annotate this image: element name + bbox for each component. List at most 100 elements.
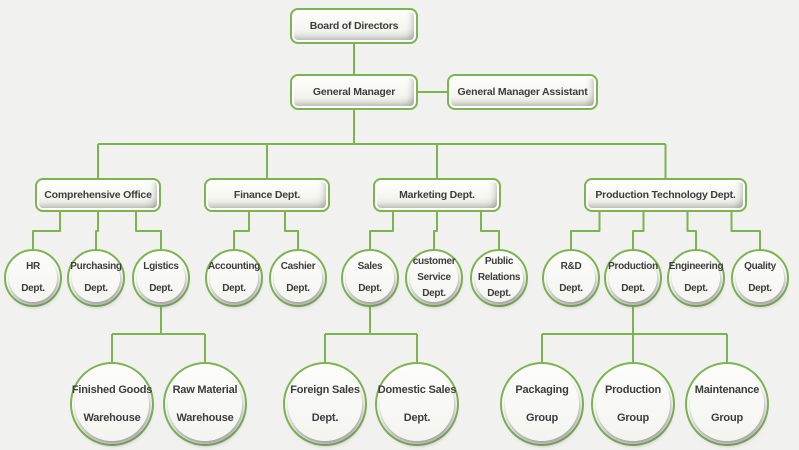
node-label-line: Finance Dept.: [233, 189, 301, 201]
node-label-line: Engineering: [668, 261, 724, 272]
node-label-line: Dept.: [422, 288, 446, 299]
node-label-line: Dept.: [403, 412, 431, 424]
node-label-line: Board of Directors: [309, 20, 399, 32]
node-rnd: R&D Dept.: [542, 249, 600, 307]
node-label-line: Finished Goods: [71, 384, 153, 396]
node-label-line: HR: [26, 261, 40, 272]
node-label-line: Dept.: [559, 283, 583, 294]
node-marketing: Marketing Dept.: [373, 178, 501, 212]
connector-production-technology-quality: [730, 212, 761, 249]
node-label-line: Cashier: [280, 261, 316, 272]
connector-production-technology-rnd: [570, 212, 601, 249]
node-label-line: Quality: [744, 261, 776, 272]
connector-comprehensive-office-purchasing: [95, 212, 99, 249]
node-label-line: Domestic Sales: [377, 384, 457, 396]
connector-marketing-public-relations: [480, 212, 500, 249]
node-label-line: Dept.: [684, 283, 708, 294]
node-comprehensive-office: Comprehensive Office: [35, 178, 161, 212]
node-label-line: Dept.: [21, 283, 45, 294]
connector-comprehensive-office-lgistics: [135, 212, 162, 249]
node-label-line: R&D: [560, 261, 582, 272]
node-label-line: Warehouse: [83, 412, 141, 424]
node-label-line: Dept.: [222, 283, 246, 294]
connector-marketing-sales: [369, 212, 394, 249]
node-label-line: Foreign Sales: [290, 384, 360, 396]
node-label-line: Packaging: [515, 384, 569, 396]
node-label-line: Dept.: [487, 288, 511, 299]
node-label-line: Comprehensive Office: [44, 189, 152, 201]
node-label-line: Dept.: [286, 283, 310, 294]
node-label-line: Service: [417, 272, 451, 283]
node-label-line: Public: [484, 256, 514, 267]
node-label-line: Production Technology Dept.: [595, 189, 736, 201]
node-label-line: Dept.: [621, 283, 645, 294]
connector-marketing-customer-service: [433, 212, 438, 249]
connector-comprehensive-office-hr: [32, 212, 61, 249]
node-label-line: General Manager: [312, 86, 396, 98]
node-gm-assistant: General Manager Assistant: [447, 74, 598, 110]
node-label-line: Group: [711, 412, 743, 424]
node-finance: Finance Dept.: [204, 178, 330, 212]
node-label-line: customer: [412, 256, 456, 267]
connector-production-technology-production: [632, 212, 645, 249]
connector-finance-accounting: [233, 212, 250, 249]
node-label-line: Dept.: [84, 283, 108, 294]
node-label-line: Warehouse: [176, 412, 234, 424]
node-label-line: Dept.: [311, 412, 339, 424]
node-hr: HR Dept.: [4, 249, 62, 307]
node-label-line: Group: [617, 412, 649, 424]
node-label-line: Sales: [357, 261, 383, 272]
node-label-line: Marketing Dept.: [399, 189, 475, 201]
node-board: Board of Directors: [290, 8, 418, 44]
node-label-line: Relations: [477, 272, 521, 283]
node-label-line: Group: [526, 412, 558, 424]
node-label-line: Dept.: [358, 283, 382, 294]
connector-production-technology-engineering: [686, 212, 697, 249]
node-label-line: Accounting: [208, 261, 260, 272]
node-general-manager: General Manager: [290, 74, 418, 110]
node-production-technology: Production Technology Dept.: [584, 178, 747, 212]
node-label-line: Production: [604, 384, 662, 396]
node-label-line: Dept.: [149, 283, 173, 294]
connector-finance-cashier: [284, 212, 299, 249]
node-label-line: General Manager Assistant: [457, 86, 588, 98]
node-label-line: Dept.: [748, 283, 772, 294]
node-rnd-face: R&D Dept.: [547, 254, 595, 302]
node-label-line: Raw Material: [172, 384, 238, 396]
node-label-line: Purchasing: [70, 261, 122, 272]
node-hr-face: HR Dept.: [9, 254, 57, 302]
